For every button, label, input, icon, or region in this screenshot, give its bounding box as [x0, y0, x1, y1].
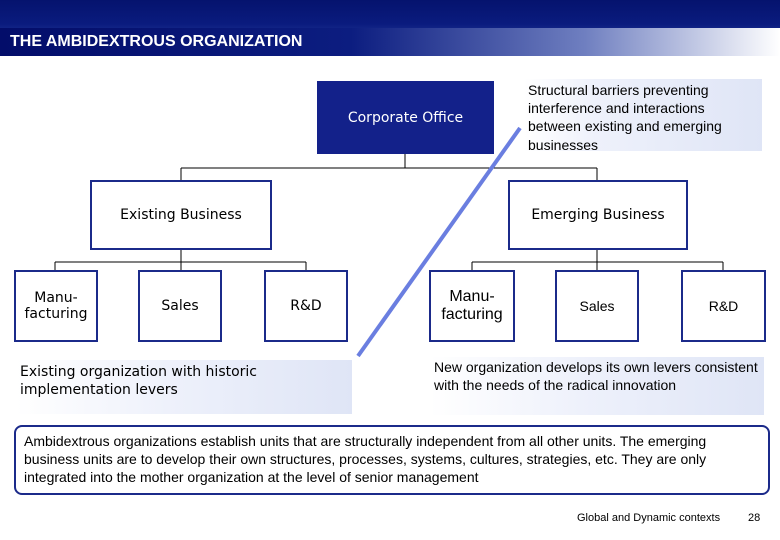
- existing-unit-manufacturing: Manu- facturing: [14, 270, 98, 342]
- emerging-unit-rnd: R&D: [681, 270, 766, 342]
- page-title: THE AMBIDEXTROUS ORGANIZATION: [10, 33, 303, 50]
- barrier-note-text: Structural barriers preventing interfere…: [528, 82, 722, 153]
- emerging-unit-manufacturing-label: Manu- facturing: [441, 287, 503, 323]
- existing-business-label: Existing Business: [120, 206, 242, 223]
- existing-unit-rnd-label: R&D: [290, 297, 322, 314]
- existing-unit-sales: Sales: [138, 270, 222, 342]
- summary-box: Ambidextrous organizations establish uni…: [14, 425, 770, 495]
- corporate-office-box: Corporate Office: [317, 81, 494, 154]
- structural-barrier-line: [356, 126, 522, 358]
- barrier-note: Structural barriers preventing interfere…: [524, 79, 762, 153]
- footer-page-number: 28: [748, 512, 761, 524]
- title-bar: [0, 28, 780, 56]
- existing-unit-rnd: R&D: [264, 270, 348, 342]
- existing-unit-sales-label: Sales: [161, 297, 199, 314]
- emerging-business-label: Emerging Business: [531, 206, 665, 223]
- existing-business-box: Existing Business: [90, 180, 272, 250]
- corporate-office-label: Corporate Office: [347, 109, 464, 126]
- emerging-note: New organization develops its own levers…: [430, 357, 764, 415]
- existing-note-text: Existing organization with historic impl…: [20, 364, 258, 398]
- summary-text: Ambidextrous organizations establish uni…: [24, 433, 707, 486]
- emerging-unit-sales: Sales: [555, 270, 639, 342]
- existing-note: Existing organization with historic impl…: [16, 360, 352, 414]
- emerging-business-box: Emerging Business: [508, 180, 688, 250]
- emerging-unit-rnd-label: R&D: [708, 297, 739, 314]
- existing-unit-manufacturing-label: Manu- facturing: [24, 289, 88, 322]
- footer-source: Global and Dynamic contexts: [577, 512, 721, 524]
- emerging-unit-manufacturing: Manu- facturing: [429, 270, 515, 342]
- emerging-unit-sales-label: Sales: [579, 297, 615, 314]
- emerging-note-text: New organization develops its own levers…: [434, 359, 758, 393]
